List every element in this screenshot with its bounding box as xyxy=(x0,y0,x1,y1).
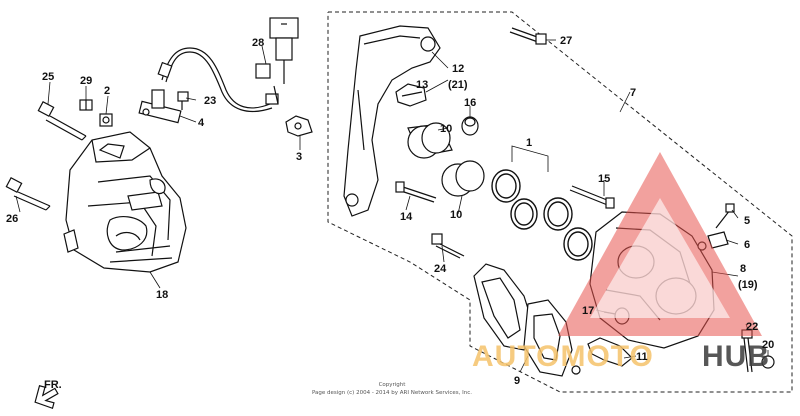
callout-7: 7 xyxy=(630,87,636,99)
callout-14: 14 xyxy=(400,211,413,223)
callout-18: 18 xyxy=(156,289,168,301)
caliper-assembly-18 xyxy=(63,131,187,273)
brake-pads-9 xyxy=(473,263,581,377)
bolt-23 xyxy=(177,91,189,110)
callout-23: 23 xyxy=(204,95,216,107)
bleed-screw-5 xyxy=(715,203,735,229)
callout-11: 11 xyxy=(636,351,648,363)
watermark: AUTOMOTO HUB xyxy=(472,152,770,373)
seal-kit-1 xyxy=(491,145,593,261)
pin-13 xyxy=(395,83,427,107)
callout-29: 29 xyxy=(80,75,92,87)
callouts: 25 29 2 23 4 28 3 26 18 12 (21) 13 16 27… xyxy=(6,35,774,387)
nut-2 xyxy=(99,113,113,127)
callout-4: 4 xyxy=(198,117,205,129)
callout-15: 15 xyxy=(598,173,610,185)
sensor-cable-4 xyxy=(138,47,279,124)
watermark-triangle-inner xyxy=(590,198,730,318)
watermark-text-automoto: AUTOMOTO xyxy=(472,340,654,373)
callout-25: 25 xyxy=(42,71,54,83)
spring-11 xyxy=(587,337,633,367)
callout-13: 13 xyxy=(416,79,428,91)
callout-12: 12 xyxy=(452,63,464,75)
callout-8: 8 xyxy=(740,263,746,275)
callout-12b: (21) xyxy=(448,79,468,91)
piston-10-lower xyxy=(441,160,485,197)
watermark-text-hub: HUB xyxy=(702,340,770,373)
callout-24: 24 xyxy=(434,263,447,275)
callout-3: 3 xyxy=(296,151,302,163)
pin-15 xyxy=(569,185,615,209)
callout-17: 17 xyxy=(582,305,594,317)
bracket-12 xyxy=(343,25,441,217)
callout-1: 1 xyxy=(526,137,532,149)
front-label: FR. xyxy=(44,379,62,391)
copyright-line2: Page design (c) 2004 - 2014 by ARI Netwo… xyxy=(312,390,472,396)
piston-10-upper xyxy=(407,122,453,159)
callout-6: 6 xyxy=(744,239,750,251)
callout-26: 26 xyxy=(6,213,18,225)
callout-10a: 10 xyxy=(440,123,452,135)
assembly-boundary xyxy=(327,11,793,393)
callout-8b: (19) xyxy=(738,279,758,291)
callout-22: 22 xyxy=(746,321,758,333)
callout-9: 9 xyxy=(514,375,520,387)
callout-5: 5 xyxy=(744,215,750,227)
callout-10b: 10 xyxy=(450,209,462,221)
copyright-line1: Copyright xyxy=(379,382,407,388)
callout-2: 2 xyxy=(104,85,110,97)
callout-16: 16 xyxy=(464,97,476,109)
copyright-notice: Copyright Page design (c) 2004 - 2014 by… xyxy=(312,382,472,396)
bolt-26 xyxy=(5,176,51,211)
callout-28: 28 xyxy=(252,37,264,49)
front-direction-indicator: FR. xyxy=(34,379,62,410)
bolt-24 xyxy=(431,233,465,259)
bolt-27 xyxy=(509,27,547,45)
pin-14 xyxy=(395,181,437,203)
connector-28 xyxy=(255,17,299,84)
bolt-25 xyxy=(37,100,87,141)
boot-16 xyxy=(461,116,479,136)
callout-27: 27 xyxy=(560,35,572,47)
nut-29 xyxy=(79,99,93,111)
arrow-down-left-icon xyxy=(34,385,59,410)
callout-20: 20 xyxy=(762,339,774,351)
clip-3 xyxy=(285,115,313,137)
